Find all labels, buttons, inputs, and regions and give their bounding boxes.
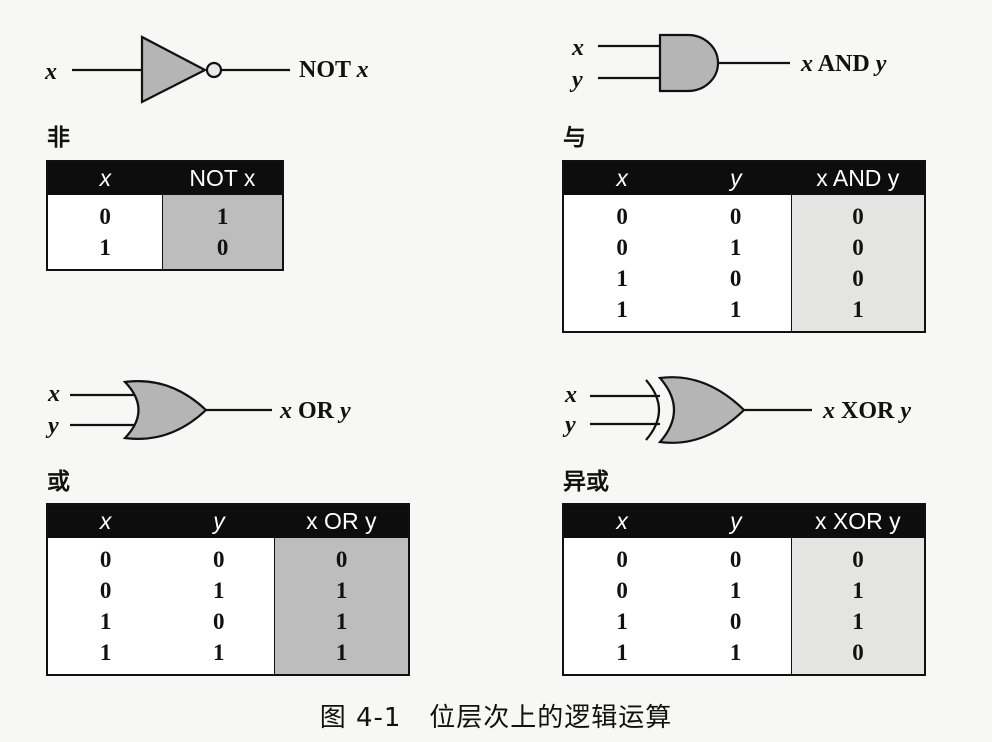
table-cell: 0 [729,204,742,229]
output-cell: 1 [274,637,409,675]
not-input-x-label: x [45,59,57,85]
output-cell: 1 [791,294,925,332]
table-cell: 1 [212,640,225,665]
or-gate-symbol [70,380,272,440]
output-cell: 0 [791,538,925,575]
output-cell: 0 [791,263,925,294]
table-header-row: x y x AND y [563,161,925,195]
table-row: 1 0 1 [563,606,925,637]
or-truth-table: x y x OR y 0 0 0 0 1 1 1 0 1 1 1 1 [46,503,410,676]
table-row: 1 0 [47,232,283,270]
table-row: 1 1 0 [563,637,925,675]
table-cell: 1 [729,578,742,603]
xor-output-label: x XOR y [823,398,911,424]
table-cell: 0 [99,547,112,572]
table-cell: 1 [729,235,742,260]
table-cell: 0 [616,578,628,603]
xor-section-title: 异或 [563,469,609,495]
xor-input-y-label: y [565,412,576,438]
table-cell: 1 [616,297,628,322]
table-header-row: x NOT x [47,161,283,195]
column-header: NOT x [162,161,283,195]
table-cell: 1 [212,578,225,603]
and-gate-symbol [598,33,790,93]
table-cell: 1 [729,640,742,665]
table-row: 0 1 1 [47,575,409,606]
column-header: x AND y [791,161,925,195]
table-cell: 0 [729,266,742,291]
table-row: 1 1 1 [563,294,925,332]
output-cell: 0 [274,538,409,575]
table-cell: 1 [99,235,111,260]
not-gate-symbol [72,35,290,104]
output-cell: 0 [791,637,925,675]
or-input-y-label: y [48,413,59,439]
table-cell: 1 [616,609,628,634]
table-cell: 1 [729,297,742,322]
and-input-x-label: x [572,35,584,61]
table-cell: 0 [99,204,111,229]
xor-truth-table: x y x XOR y 0 0 0 0 1 1 1 0 1 1 1 0 [562,503,926,676]
output-cell: 1 [274,606,409,637]
not-section-title: 非 [47,125,70,151]
column-header: x OR y [274,504,409,538]
column-header: x [47,504,164,538]
output-cell: 0 [791,195,925,232]
table-header-row: x y x OR y [47,504,409,538]
column-header: y [680,504,792,538]
table-cell: 0 [616,235,628,260]
table-row: 0 1 0 [563,232,925,263]
table-cell: 1 [99,640,112,665]
table-cell: 0 [99,578,112,603]
xor-input-x-label: x [565,382,577,408]
output-cell: 1 [274,575,409,606]
table-cell: 0 [212,547,225,572]
output-cell: 0 [162,232,283,270]
table-row: 0 0 0 [563,195,925,232]
column-header: y [680,161,792,195]
column-header: y [163,504,275,538]
table-cell: 1 [99,609,112,634]
table-row: 0 1 [47,195,283,232]
and-section-title: 与 [563,125,586,151]
or-input-x-label: x [48,381,60,407]
output-cell: 1 [791,575,925,606]
or-output-label: x OR y [280,398,351,424]
table-row: 0 0 0 [563,538,925,575]
table-cell: 1 [616,266,628,291]
table-row: 1 1 1 [47,637,409,675]
column-header: x [563,161,681,195]
table-cell: 0 [212,609,225,634]
table-header-row: x y x XOR y [563,504,925,538]
table-row: 0 1 1 [563,575,925,606]
output-cell: 0 [791,232,925,263]
or-section-title: 或 [47,469,70,495]
figure-caption: 图 4-1 位层次上的逻辑运算 [319,703,673,733]
not-truth-table: x NOT x 0 1 1 0 [46,160,284,271]
table-cell: 0 [616,547,628,572]
column-header: x [563,504,681,538]
and-truth-table: x y x AND y 0 0 0 0 1 0 1 0 0 1 1 1 [562,160,926,333]
table-cell: 0 [729,609,742,634]
column-header: x [47,161,163,195]
output-cell: 1 [162,195,283,232]
and-input-y-label: y [572,67,583,93]
table-row: 0 0 0 [47,538,409,575]
column-header: x XOR y [791,504,925,538]
and-output-label: x AND y [801,51,887,77]
table-cell: 0 [616,204,628,229]
table-cell: 0 [729,547,742,572]
table-row: 1 0 1 [47,606,409,637]
output-cell: 1 [791,606,925,637]
not-output-label: NOT x [299,57,369,83]
table-cell: 1 [616,640,628,665]
table-row: 1 0 0 [563,263,925,294]
xor-gate-symbol [590,376,812,444]
